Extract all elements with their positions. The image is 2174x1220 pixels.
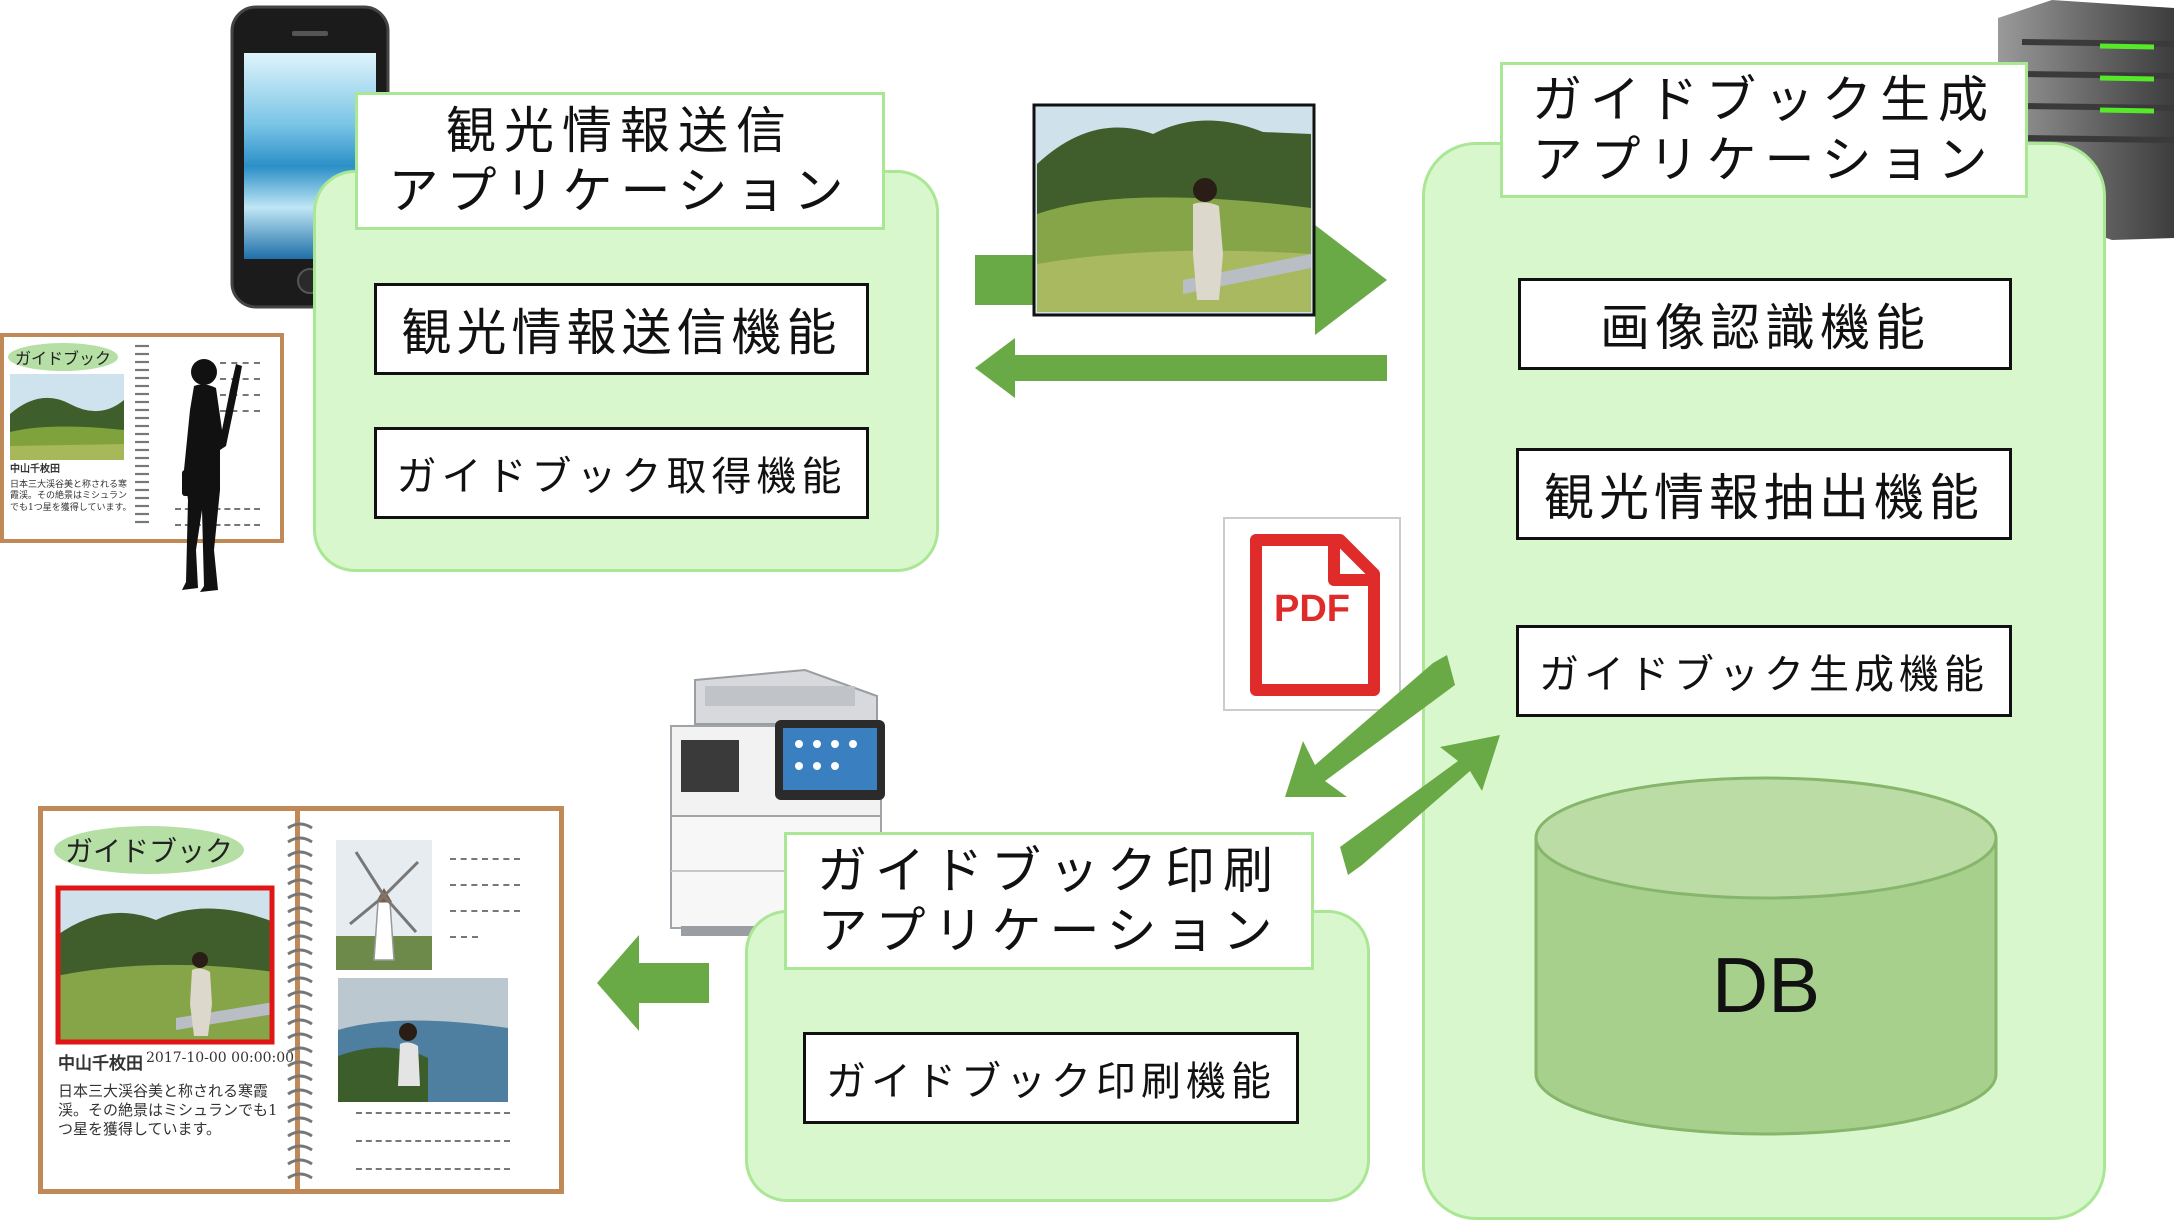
- guidebook-large-line-7: [356, 1168, 510, 1170]
- pdf-label: PDF: [1274, 588, 1350, 630]
- spiral-binding-small: [135, 344, 149, 524]
- guidebook-small-line-6: [175, 524, 260, 526]
- guidebook-small-place: 中山千枚田: [10, 464, 60, 475]
- image-recognition-function: 画像認識機能: [1518, 278, 2012, 370]
- tourist-photo: [1032, 103, 1316, 317]
- guidebook-generate-function: ガイドブック生成機能: [1516, 625, 2012, 717]
- guidebook-large-place: 中山千枚田: [58, 1054, 143, 1074]
- seaside-photo: [338, 978, 508, 1102]
- guidebook-small-line-2: [220, 378, 260, 380]
- pdf-document-icon: [1223, 517, 1401, 711]
- tourism-info-extract-function: 観光情報抽出機能: [1516, 448, 2012, 540]
- database-label: DB: [1711, 941, 1821, 1029]
- print-request-arrow: [1340, 735, 1500, 875]
- guidebook-large-line-2: [450, 884, 520, 886]
- guidebook-small-description: 日本三大渓谷美と称される寒霞渓。その絶景はミシュランでも1つ星を獲得しています。: [10, 480, 132, 513]
- pdf-delivery-arrow: [1285, 655, 1455, 797]
- database-cylinder: [1534, 776, 1998, 1136]
- guidebook-large-line-4: [450, 936, 478, 938]
- spiral-binding-large: [287, 822, 313, 1180]
- person-silhouette-icon: [182, 359, 242, 592]
- guidebook-fetch-function: ガイドブック取得機能: [374, 427, 869, 519]
- guidebook-small-tag: ガイドブック: [8, 343, 118, 371]
- tourism-info-send-function: 観光情報送信機能: [374, 283, 869, 375]
- printer-app-title: ガイドブック印刷 アプリケーション: [784, 832, 1314, 970]
- sender-app-title: 観光情報送信 アプリケーション: [355, 92, 885, 230]
- guidebook-large-description: 日本三大渓谷美と称される寒霞渓。その絶景はミシュランでも1つ星を獲得しています。: [58, 1082, 278, 1138]
- guidebook-small-line-3: [220, 394, 260, 396]
- guidebook-large-line-3: [450, 910, 520, 912]
- windmill-photo: [336, 840, 432, 970]
- return-arrow-left: [975, 338, 1387, 398]
- guidebook-small-line-4: [220, 410, 260, 412]
- generator-app-title: ガイドブック生成 アプリケーション: [1500, 62, 2028, 198]
- smartphone-icon: [230, 5, 390, 309]
- landscape-photo-highlighted: [55, 885, 275, 1045]
- guidebook-large-line-1: [450, 858, 520, 860]
- guidebook-large-line-5: [356, 1112, 510, 1114]
- landscape-thumbnail-small: [10, 374, 124, 460]
- guidebook-large-timestamp: 2017-10-00 00:00:00: [146, 1050, 295, 1066]
- guidebook-small-line-1: [220, 362, 260, 364]
- guidebook-large-line-6: [356, 1140, 510, 1142]
- guidebook-print-function: ガイドブック印刷機能: [803, 1032, 1299, 1124]
- guidebook-large-tag: ガイドブック: [54, 826, 244, 874]
- print-output-arrow-left: [597, 935, 709, 1031]
